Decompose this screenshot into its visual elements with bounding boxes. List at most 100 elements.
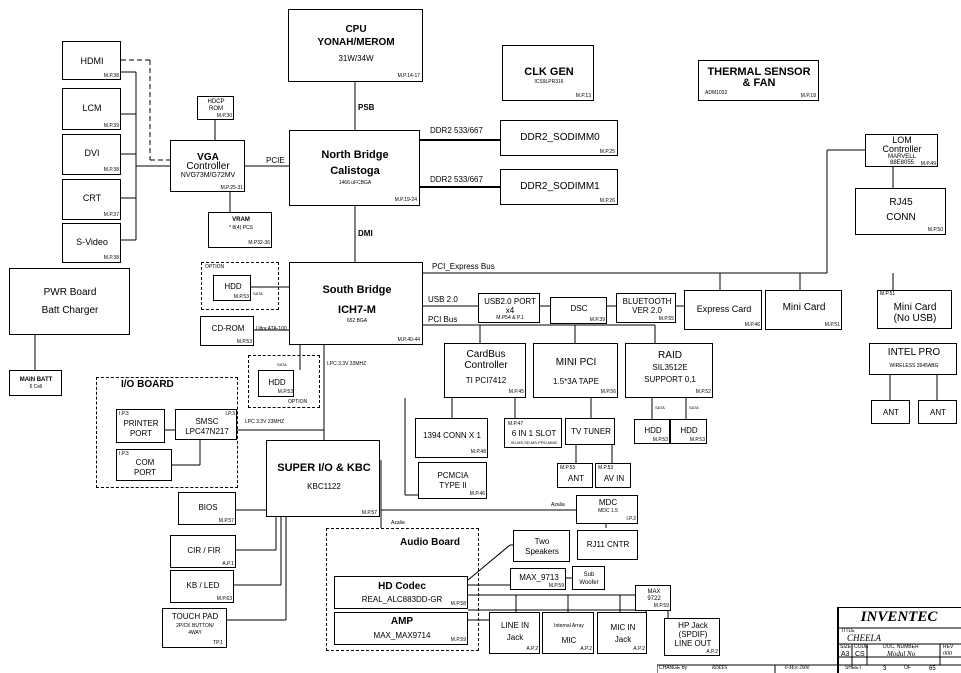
- size-label: SIZE: [840, 644, 852, 650]
- hp-jack-block: HP Jack (SPDIF) LINE OUT A.P.2: [664, 618, 720, 656]
- cir-ref: A.P.1: [222, 561, 234, 567]
- micin-line2: Jack: [614, 635, 632, 644]
- raid-sata-a: SATA: [655, 405, 665, 410]
- vram-block: VRAM * 8(4) PCS M.P32-36: [208, 212, 272, 248]
- ddr0-label: DDR2_SODIMM0: [520, 132, 600, 143]
- bt-line1: BLUETOOTH: [622, 297, 672, 306]
- sata-label: SATA: [253, 291, 263, 296]
- max9713-block: MAX_9713 M.P.59: [510, 568, 566, 590]
- max9722-line1: MAX: [647, 589, 661, 595]
- lcm-label: LCM: [82, 103, 102, 113]
- vram-part: * 8(4) PCS: [229, 225, 253, 231]
- bios-label: BIOS: [198, 503, 218, 512]
- main-batt-line1: MAIN BATT: [19, 377, 53, 383]
- linein-line2: Jack: [506, 633, 524, 642]
- mini-card-block: Mini Card M.P.51: [765, 290, 842, 330]
- hpjack-line3: LINE OUT: [674, 639, 712, 648]
- pcmcia-block: PCMCIA TYPE II M.P.46: [418, 462, 487, 499]
- raid-line3: SUPPORT 0,1: [644, 375, 696, 384]
- svideo-ref: M.P.38: [103, 255, 119, 261]
- io-board-title: I/O BOARD: [121, 379, 174, 390]
- hdd2-label: HDD: [268, 378, 286, 387]
- sheet-value: 3: [883, 666, 887, 672]
- amp-ref: M.P.59: [450, 637, 466, 643]
- raid-hdd2-ref: M.P.53: [689, 437, 705, 443]
- amp-line2: MAX_MAX9714: [373, 631, 431, 640]
- vga-line1: VGA: [197, 152, 219, 163]
- raid-hdd2-block: HDD M.P.53: [670, 419, 707, 444]
- intelpro-line2: WIRELESS 3945ABG: [889, 363, 939, 369]
- bt-line2: VER 2.0: [632, 306, 662, 315]
- sixin1-ref: M.P.47: [508, 421, 524, 427]
- company-name: INVENTEC: [860, 609, 938, 625]
- speakers-block: Two Speakers: [513, 530, 570, 562]
- ant-block-a: ANT: [871, 400, 910, 424]
- lom-line3: MARVELL: [888, 154, 916, 160]
- ultra-ata-label: Ultra ATA-100: [256, 326, 287, 332]
- tv-ant-block: M.P.53 ANT: [557, 463, 593, 488]
- superio-ref: M.P.57: [361, 510, 377, 516]
- usbport-ref: M.P54 & P.1: [496, 315, 524, 321]
- smsc-line2: LPC47N217: [185, 427, 229, 436]
- title-value: CHEELA: [847, 633, 882, 643]
- nb-line2: Calistoga: [330, 165, 380, 177]
- rj45-line1: RJ45: [889, 197, 913, 208]
- tvtuner-label: TV TUNER: [571, 427, 611, 436]
- thermal-line2: & FAN: [742, 77, 776, 89]
- linein-line1: LINE IN: [500, 621, 530, 630]
- hdcp-line2: ROM: [209, 106, 223, 112]
- speakers-line2: Speakers: [525, 547, 559, 556]
- change-label: CHANGE by: [659, 665, 688, 671]
- raid-block: RAID SIL3512E SUPPORT 0,1 M.P.52: [625, 343, 713, 398]
- com-port-block: I.P.3 COM PORT: [116, 449, 172, 481]
- ant-block-b: ANT: [918, 400, 957, 424]
- linein-ref: A.P.2: [526, 646, 538, 652]
- nb-line1: North Bridge: [321, 149, 389, 161]
- micint-line2: MIC: [561, 636, 577, 645]
- south-bridge-block: South Bridge ICH7-M 652 BGA M.P.40-44: [289, 262, 423, 345]
- lom-controller-block: LOM Controller MARVELL 88E8055 M.P.49: [865, 134, 938, 167]
- cir-label: CIR / FIR: [187, 546, 221, 555]
- pci-express-label: PCI_Express Bus: [432, 262, 495, 271]
- dvi-block: DVI M.P.38: [62, 134, 121, 175]
- amp-block: AMP MAX_MAX9714 M.P.59: [334, 612, 468, 645]
- touch-pad-block: TOUCH PAD 2PICK BUTTON/ 4WAY TP.1: [162, 608, 227, 648]
- minicard2-line1: Mini Card: [893, 302, 937, 313]
- rj45-ref: M.P.50: [927, 227, 943, 233]
- svideo-label: S-Video: [76, 237, 108, 247]
- raid-line2: SIL3512E: [652, 363, 688, 372]
- raid-sata-b: SATA: [689, 405, 699, 410]
- change-by-value: RDEES: [712, 666, 728, 671]
- cpu-ref: M.P.14-17: [397, 73, 420, 79]
- micint-ref: A.P.2: [580, 646, 592, 652]
- hdmi-ref: M.P.38: [103, 73, 119, 79]
- pci-bus-label: PCI Bus: [428, 315, 458, 324]
- smsc-line1: SMSC: [195, 417, 219, 426]
- raid-line1: RAID: [658, 350, 682, 361]
- ddr1-ref: M.P.26: [599, 198, 615, 204]
- raid-hdd1-ref: M.P.53: [652, 437, 668, 443]
- intelpro-line1: INTEL PRO: [887, 347, 941, 358]
- lpc-label-h: LPC 3.3V 33MHZ: [245, 419, 285, 425]
- printer-port-block: I.P.3 PRINTER PORT: [116, 409, 165, 443]
- usbport-line1: USB2.0 PORT: [484, 297, 536, 306]
- vram-ref: M.P32-36: [248, 240, 270, 246]
- touchpad-line3: 4WAY: [188, 630, 202, 636]
- usb-port-block: USB2.0 PORT x4 M.P54 & P.1: [478, 293, 540, 323]
- nb-ref: M.P.19-24: [394, 197, 417, 203]
- mdc-ref: I.P.2: [626, 516, 636, 522]
- hdd2-option-group: [248, 355, 320, 408]
- cardbus-line2: Controller: [464, 360, 508, 371]
- cardbus-ref: M.P.45: [508, 389, 524, 395]
- touchpad-line1: TOUCH PAD: [171, 612, 219, 621]
- subwoofer-line1: Sub: [583, 572, 595, 578]
- hdd2-ref: M.P.53: [277, 389, 293, 395]
- hdd-option-label: OPTION: [205, 264, 225, 270]
- lcm-block: LCM M.P.39: [62, 88, 121, 130]
- tvant-label: ANT: [568, 474, 584, 483]
- conn1394-ref: M.P.48: [470, 449, 486, 455]
- lom-ref: M.P.49: [920, 161, 936, 167]
- hdcodec-line2: REAL_ALC883DD-GR: [361, 595, 443, 604]
- io-board-group: [96, 377, 238, 488]
- bt-ref: M.P.55: [658, 316, 674, 322]
